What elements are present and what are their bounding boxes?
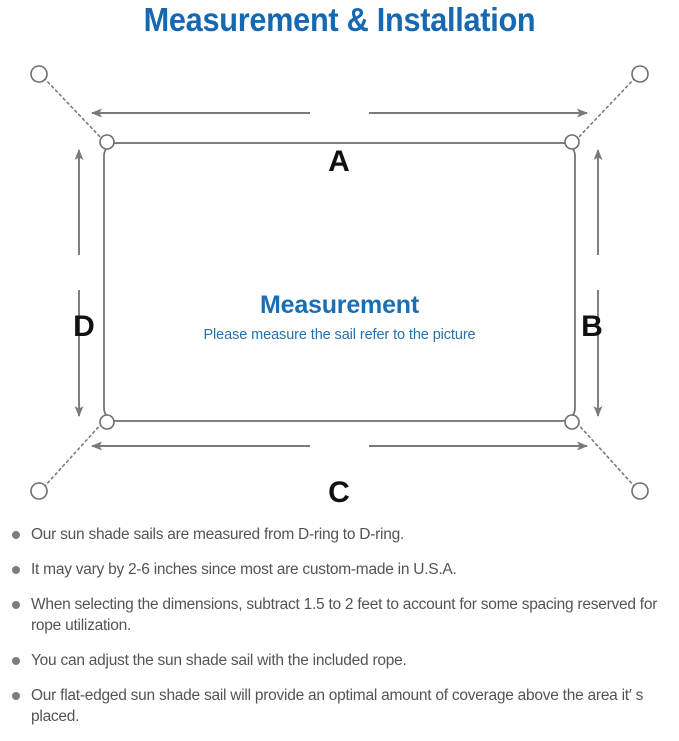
bullet-icon: [12, 566, 20, 574]
note-text: Our flat-edged sun shade sail will provi…: [31, 687, 644, 725]
rope-line-top-left: [43, 77, 104, 141]
bullet-icon: [12, 601, 20, 609]
anchor-ring-bottom-left: [30, 482, 48, 500]
page-title: Measurement & Installation: [143, 1, 536, 38]
anchor-rings: [30, 65, 649, 500]
bullet-icon: [12, 531, 20, 539]
dimension-label-b: B: [581, 310, 603, 343]
anchor-ring-top-left: [30, 65, 48, 83]
note-text: Our sun shade sails are measured from D-…: [31, 526, 405, 543]
d-ring-bottom-right: [564, 414, 580, 430]
d-ring-top-left: [99, 134, 115, 150]
sail-measurement-diagram: A B C D Measurement Please measure the s…: [0, 50, 679, 520]
note-text: When selecting the dimensions, subtract …: [31, 596, 658, 634]
dimension-label-d: D: [73, 310, 95, 343]
note-text: You can adjust the sun shade sail with t…: [31, 652, 407, 669]
rope-lines: [43, 77, 636, 488]
dimension-label-c: C: [328, 476, 350, 509]
anchor-ring-top-right: [631, 65, 649, 83]
list-item: When selecting the dimensions, subtract …: [0, 594, 679, 636]
list-item: You can adjust the sun shade sail with t…: [0, 650, 679, 671]
sail-body: [103, 142, 576, 422]
rope-line-bottom-right: [575, 421, 636, 488]
d-rings: [99, 134, 580, 430]
list-item: It may vary by 2-6 inches since most are…: [0, 559, 679, 580]
d-ring-bottom-left: [99, 414, 115, 430]
bullet-icon: [12, 657, 20, 665]
anchor-ring-bottom-right: [631, 482, 649, 500]
d-ring-top-right: [564, 134, 580, 150]
rope-line-top-right: [575, 77, 636, 141]
note-text: It may vary by 2-6 inches since most are…: [31, 561, 457, 578]
list-item: Our flat-edged sun shade sail will provi…: [0, 685, 679, 727]
list-item: Our sun shade sails are measured from D-…: [0, 524, 679, 545]
bullet-icon: [12, 692, 20, 700]
notes-list: Our sun shade sails are measured from D-…: [0, 524, 679, 741]
rope-line-bottom-left: [43, 421, 104, 488]
dimension-label-a: A: [328, 145, 350, 178]
